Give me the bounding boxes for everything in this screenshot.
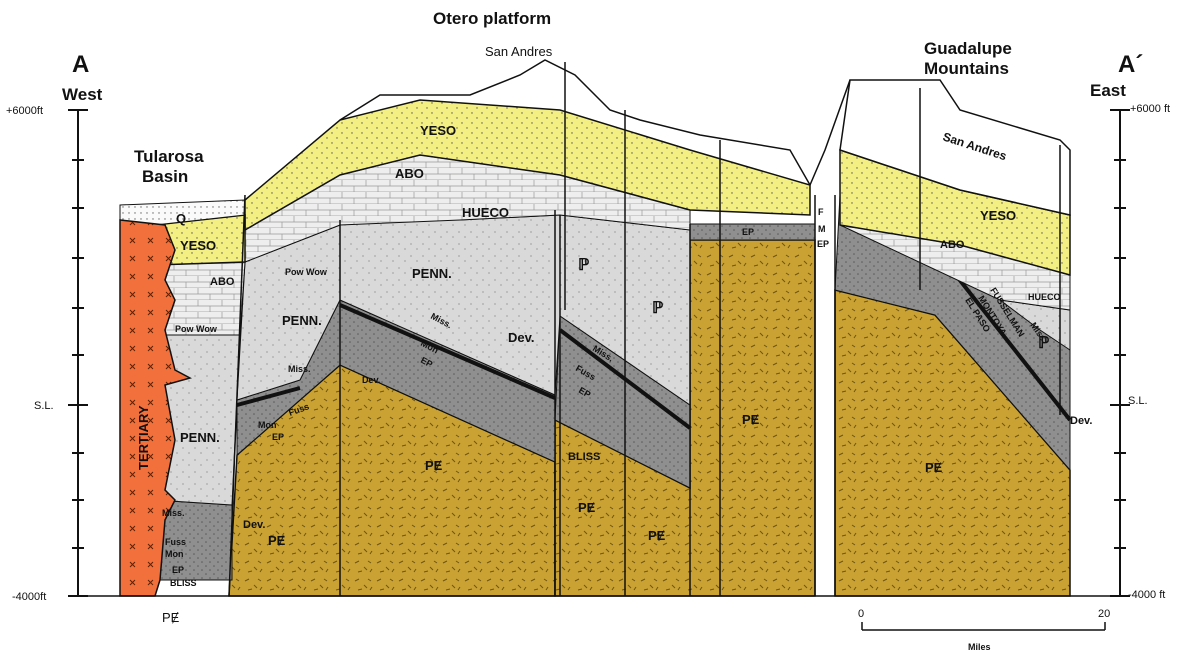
tularosa-label-2: Basin [142,167,188,186]
permian-label-1: ℙ [578,257,589,274]
tularosa-label-1: Tularosa [134,147,204,166]
section-start-label: A [72,51,89,78]
abo-left-label: ABO [210,276,235,288]
tertiary-label: TERTIARY [136,405,151,470]
yeso-main [244,99,811,232]
bliss-middle-label: BLISS [568,451,600,463]
powwow-left-label: Pow Wow [175,324,218,334]
san-andres-top-label: San Andres [485,44,553,59]
pc-middle-label-2: PɆ [648,528,666,543]
mon-left-label: Mon [258,420,277,430]
pc-left-label: PɆ [268,533,286,548]
ep-small-label: EP [817,239,829,249]
scale-unit: Miles [968,642,991,652]
left-axis-bottom: -4000ft [12,591,46,603]
abo-main-label: ABO [395,166,424,181]
left-axis-top: +6000ft [6,105,43,117]
yeso-right-label: YESO [980,208,1016,223]
right-axis-top: +6000 ft [1130,103,1170,115]
ep-left-label: EP [272,432,284,442]
right-axis-bottom: -4000 ft [1128,589,1165,601]
penn-basin-label: PENN. [180,430,220,445]
san-andres-cap [839,79,1071,216]
bliss-basin-label: BLISS [170,578,197,588]
m-block-label: M [818,224,826,234]
scale-start: 0 [858,608,864,620]
tertiary-intrusion [119,219,193,597]
dev-label-3: Dev. [508,330,535,345]
right-axis-sl: S.L. [1128,395,1148,407]
west-label: West [62,85,103,104]
pc-middle-label-1: PɆ [578,500,596,515]
miss-basin-label: Miss. [162,508,185,518]
dev-right-label: Dev. [1070,415,1092,427]
guadalupe-label-1: Guadalupe [924,39,1012,58]
dev-label-1: Dev. [243,519,265,531]
permian-label-2: ℙ [652,300,663,317]
ep-basin-label: EP [172,565,184,575]
right-axis [1110,109,1130,597]
left-axis-sl: S.L. [34,400,54,412]
dev-label-2: Dev. [362,375,380,385]
quaternary-label: Q [176,211,186,226]
abo-right-label: ABO [940,239,965,251]
scale-bar [861,622,1106,631]
east-label: East [1090,81,1126,100]
powwow-mid-label: Pow Wow [285,267,328,277]
penn-main-label: PENN. [412,266,452,281]
guadalupe-label-2: Mountains [924,59,1009,78]
pc-block-label: PɆ [742,412,760,427]
penn-left-label: PENN. [282,313,322,328]
f-block-label: F [818,207,824,217]
pc-basin-label: PɆ [162,610,180,625]
yeso-main-label: YESO [420,123,456,138]
miss-left-label: Miss. [288,364,311,374]
ep-main-label: EP [419,355,434,369]
pc-main-label: PɆ [425,458,443,473]
otero-platform-label: Otero platform [433,9,551,28]
fault-lines [228,62,1061,597]
left-axis [68,109,88,597]
mon-basin-label: Mon [165,549,184,559]
permian-label-3: ℙ [1038,335,1049,352]
pc-right-label: PɆ [925,460,943,475]
scale-end: 20 [1098,608,1110,620]
fuss-basin-label: Fuss [165,537,186,547]
section-end-label: A´ [1118,51,1143,78]
hueco-right-label: HUECO [1028,292,1061,302]
yeso-left-label: YESO [180,238,216,253]
hueco-main-label: HUECO [462,205,509,220]
topo-surface [339,59,851,187]
ep-block-label: EP [742,227,754,237]
